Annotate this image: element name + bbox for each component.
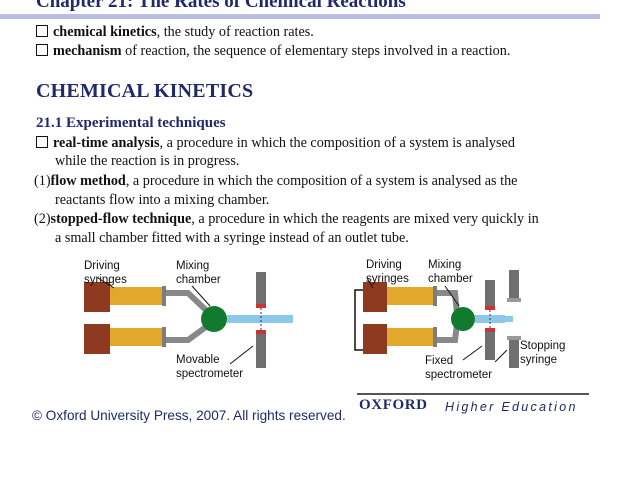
label-driving-syringes-right: Driving syringes: [366, 258, 409, 286]
section-heading: CHEMICAL KINETICS: [36, 80, 254, 102]
label-line: spectrometer: [425, 369, 493, 381]
term: flow method: [50, 173, 126, 189]
definition-text: of reaction, the sequence of elementary …: [121, 43, 511, 59]
text: , a procedure in which the composition o…: [125, 173, 518, 189]
label-mixing-chamber-right: Mixing chamber: [428, 258, 473, 286]
outlet-tube: [227, 315, 293, 323]
definition-kinetics: chemical kinetics, the study of reaction…: [36, 23, 314, 41]
label-line: syringes: [84, 274, 127, 286]
feed-tube-top: [437, 290, 460, 315]
label-line: chamber: [428, 273, 473, 285]
label-movable-spectrometer: Movable spectrometer: [176, 353, 243, 381]
stopping-syringe: [505, 270, 521, 368]
term: chemical kinetics: [53, 24, 157, 40]
chapter-title: Chapter 21: The Rates of Chemical Reacti…: [36, 0, 406, 12]
label-mixing-chamber: Mixing chamber: [176, 259, 221, 287]
syringe-frame: [354, 289, 363, 351]
movable-spectrometer: [256, 272, 266, 368]
leader-fixed: [462, 345, 483, 361]
label-line: chamber: [176, 274, 221, 286]
fixed-spectrometer: [485, 280, 495, 360]
item-number: (1): [34, 173, 51, 189]
label-line: Movable: [176, 354, 220, 366]
checkbox-bullet-icon: [36, 44, 48, 56]
label-line: Driving: [366, 259, 402, 271]
label-line: Mixing: [428, 259, 462, 271]
checkbox-bullet-icon: [36, 136, 48, 148]
publisher-logo: OXFORD: [359, 397, 428, 413]
label-stopping-syringe: Stopping syringe: [520, 339, 565, 367]
label-line: spectrometer: [176, 368, 244, 380]
leader-driving: [97, 277, 115, 289]
definition-mechanism: mechanism of reaction, the sequence of e…: [36, 42, 510, 60]
leader-stopping: [494, 349, 508, 363]
feed-tube-bottom: [437, 323, 460, 343]
term: mechanism: [53, 43, 122, 59]
text: , a procedure in which the composition o…: [159, 135, 515, 151]
stopped-flow-diagram: [354, 270, 521, 368]
label-line: syringe: [520, 354, 558, 366]
realtime-line1: real-time analysis, a procedure in which…: [36, 134, 515, 152]
footer-rule: [357, 393, 589, 395]
leader-mixing: [191, 285, 211, 307]
label-line: Driving: [84, 260, 120, 272]
header-rule: [0, 14, 600, 19]
flow-method-diagram: [84, 272, 293, 368]
publisher-tagline: Higher Education: [445, 400, 578, 414]
mixing-chamber: [201, 306, 227, 332]
term: stopped-flow technique: [50, 211, 192, 227]
flow-method-line1: (1)flow method, a procedure in which the…: [34, 172, 517, 190]
driving-syringe-bottom: [363, 324, 437, 354]
label-line: syringes: [366, 273, 409, 285]
label-line: Fixed: [425, 355, 454, 367]
subsection-heading: 21.1 Experimental techniques: [36, 115, 226, 131]
driving-syringe-bottom: [84, 324, 166, 354]
driving-syringe-top: [84, 282, 166, 312]
leader-spectrometer: [229, 345, 254, 365]
term: real-time analysis: [53, 135, 160, 151]
feed-tube-bottom: [166, 321, 212, 343]
leader-mixing: [444, 285, 460, 307]
mixing-chamber: [451, 307, 475, 331]
feed-tube-top: [166, 290, 213, 317]
stopped-flow-line2: a small chamber fitted with a syringe in…: [55, 230, 409, 246]
label-driving-syringes: Driving syringes: [84, 259, 127, 287]
copyright-notice: © Oxford University Press, 2007. All rig…: [32, 408, 346, 423]
leader-driving: [366, 277, 374, 289]
item-number: (2): [34, 211, 51, 227]
label-fixed-spectrometer: Fixed spectrometer: [425, 354, 492, 382]
label-line: Stopping: [520, 340, 566, 352]
definition-text: , the study of reaction rates.: [156, 24, 314, 40]
flow-method-line2: reactants flow into a mixing chamber.: [55, 192, 270, 208]
stopped-flow-line1: (2)stopped-flow technique, a procedure i…: [34, 210, 539, 228]
driving-syringe-top: [363, 282, 437, 312]
text: , a procedure in which the reagents are …: [191, 211, 539, 227]
realtime-line2: while the reaction is in progress.: [55, 153, 240, 169]
label-line: Mixing: [176, 260, 210, 272]
checkbox-bullet-icon: [36, 25, 48, 37]
